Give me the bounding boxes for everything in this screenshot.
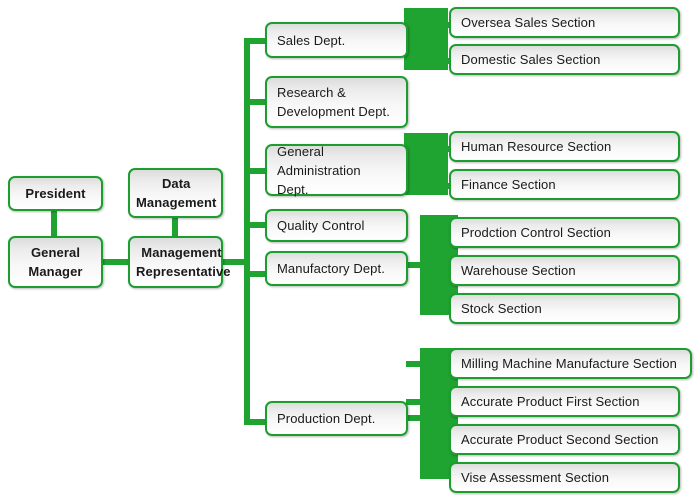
connector-stub-general-administration-dept [244,168,268,174]
node-section-milling-machine-manufacture-section-label: Milling Machine Manufacture Section [461,356,677,371]
node-management-representative-label: Management Representative [136,245,231,279]
connector-stub-manufactory-dept [244,271,268,277]
connector-president-to-general-manager [51,206,57,241]
node-section-accurate-product-first-section[interactable]: Accurate Product First Section [449,386,680,417]
node-data-management-label: Data Management [136,176,217,210]
node-department-quality-control[interactable]: Quality Control [265,209,408,242]
connector-main-trunk [244,38,250,422]
node-section-accurate-product-first-section-label: Accurate Product First Section [461,394,640,409]
node-department-sales-dept-label: Sales Dept. [277,32,346,48]
node-general-manager-label: General Manager [28,245,83,279]
node-section-prodction-control-section-label: Prodction Control Section [461,225,611,240]
node-section-domestic-sales-section-label: Domestic Sales Section [461,52,601,67]
node-section-oversea-sales-section[interactable]: Oversea Sales Section [449,7,680,38]
connector-data-management-to-management-representative [172,215,178,243]
connector-stub-milling-machine-manufacture-section [406,361,458,367]
connector-stub-accurate-product-first-section [406,399,458,405]
connector-stub-sales-dept [244,38,268,44]
node-department-research-development-dept[interactable]: Research & Development Dept. [265,76,408,128]
connector-stub-warehouse-section [420,268,456,274]
node-section-vise-assessment-section-label: Vise Assessment Section [461,470,610,485]
node-department-quality-control-label: Quality Control [277,218,365,233]
node-section-vise-assessment-section[interactable]: Vise Assessment Section [449,462,680,493]
node-section-stock-section[interactable]: Stock Section [449,293,680,324]
connector-stub-stock-section [420,306,456,312]
node-management-representative[interactable]: Management Representative [128,236,231,288]
connector-stub-prodction-control-section [420,230,456,236]
node-section-human-resource-section-label: Human Resource Section [461,139,612,154]
node-section-accurate-product-second-section-label: Accurate Product Second Section [461,432,659,447]
connector-stub-domestic-sales-section [404,58,456,64]
node-section-milling-machine-manufacture-section[interactable]: Milling Machine Manufacture Section [449,348,692,379]
node-department-production-dept[interactable]: Production Dept. [265,401,408,436]
connector-stub-vise-assessment-section [420,473,458,479]
connector-stub-manufactory-to-block [404,262,430,268]
node-department-general-administration-dept-label: General Administration Dept. [277,143,361,197]
connector-stub-accurate-product-second-section [420,437,458,443]
node-department-sales-dept[interactable]: Sales Dept. [265,22,408,58]
node-department-research-development-dept-label: Research & Development Dept. [277,85,390,119]
connector-management-representative-to-trunk [222,259,250,265]
connector-stub-finance-section [404,183,456,189]
node-section-finance-section[interactable]: Finance Section [449,169,680,200]
connector-stub-production-to-block [404,415,430,421]
connector-stub-oversea-sales-section [404,22,456,28]
connector-general-manager-to-management-representative [100,259,130,265]
connector-stub-quality-control [244,222,268,228]
node-section-finance-section-label: Finance Section [461,177,556,192]
node-section-domestic-sales-section[interactable]: Domestic Sales Section [449,44,680,75]
node-general-manager[interactable]: General Manager [8,236,103,288]
node-section-accurate-product-second-section[interactable]: Accurate Product Second Section [449,424,680,455]
connector-stub-research-development-dept [244,99,268,105]
node-department-general-administration-dept[interactable]: General Administration Dept. [265,143,408,197]
node-department-manufactory-dept[interactable]: Manufactory Dept. [265,251,408,286]
connector-stub-production-dept [244,419,268,425]
node-section-warehouse-section[interactable]: Warehouse Section [449,255,680,286]
node-section-warehouse-section-label: Warehouse Section [461,263,576,278]
node-department-manufactory-dept-label: Manufactory Dept. [277,261,385,276]
node-president[interactable]: President [8,176,103,211]
node-section-prodction-control-section[interactable]: Prodction Control Section [449,217,680,248]
node-data-management[interactable]: Data Management [128,168,223,218]
node-section-oversea-sales-section-label: Oversea Sales Section [461,15,596,30]
connector-stub-human-resource-section [404,146,456,152]
node-president-label: President [25,186,86,201]
node-section-stock-section-label: Stock Section [461,301,542,316]
node-department-production-dept-label: Production Dept. [277,411,376,426]
node-section-human-resource-section[interactable]: Human Resource Section [449,131,680,162]
